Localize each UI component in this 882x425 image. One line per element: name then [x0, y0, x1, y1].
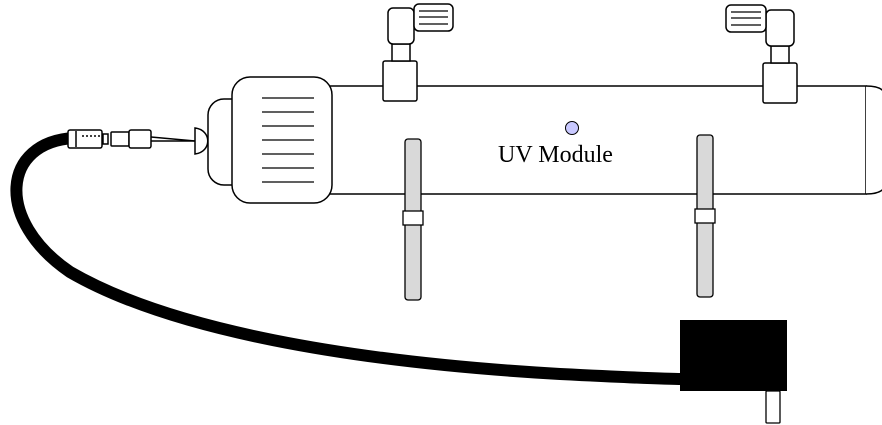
fitting-neck — [391, 43, 411, 62]
fitting-neck — [770, 45, 790, 64]
socket-body — [110, 131, 130, 147]
fitting-elbow — [765, 9, 795, 47]
module-label: UV Module — [498, 142, 613, 168]
plug-tip — [102, 133, 109, 145]
power-adapter — [680, 320, 787, 424]
right-fitting — [725, 4, 798, 104]
adapter-plug — [765, 390, 781, 424]
strap-buckle — [694, 208, 716, 224]
indicator-light — [565, 121, 579, 135]
cable-connector — [67, 127, 209, 155]
fitting-base — [382, 60, 418, 102]
mounting-strap-left — [402, 138, 424, 301]
end-cap-nut — [207, 76, 333, 204]
power-cable — [10, 132, 688, 385]
fitting-base — [762, 62, 798, 104]
lamp-nipple — [194, 127, 209, 155]
plug-body — [67, 129, 103, 149]
mounting-strap-right — [694, 134, 716, 298]
fitting-elbow — [387, 7, 415, 45]
strap-buckle — [402, 210, 424, 226]
tube-end-cap — [865, 85, 882, 195]
adapter-body — [680, 320, 787, 391]
left-fitting — [382, 3, 454, 102]
socket-sleeve — [128, 129, 152, 149]
